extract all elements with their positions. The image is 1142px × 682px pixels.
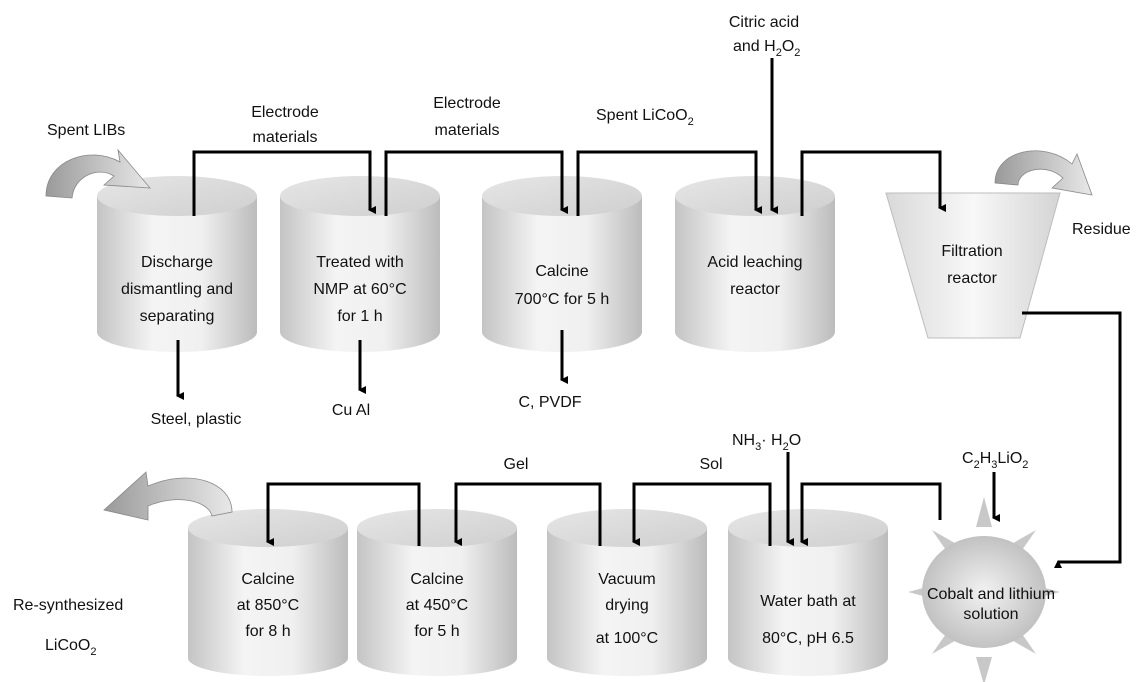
citric-acid-line-2: and H2O2 <box>733 38 800 59</box>
spent-libs-label: Spent LIBs <box>47 122 125 139</box>
cu-al-label: Cu Al <box>332 402 370 419</box>
waterbath-line-1: Water bath at <box>760 593 856 610</box>
calcine450-vessel: Calcine at 450°C for 5 h <box>357 509 517 676</box>
citric-acid-line-1: Citric acid <box>729 14 799 31</box>
flow-450-to-850 <box>266 482 421 546</box>
calcine700-vessel: Calcine 700°C for 5 h <box>482 176 642 352</box>
flow-nmp-to-calcine <box>384 150 568 216</box>
flow-discharge-to-nmp <box>192 150 376 216</box>
resynth-line-1: Re-synthesized <box>13 597 123 614</box>
filtration-line-2: reactor <box>947 270 997 287</box>
vacuum-vessel: Vacuum drying at 100°C <box>547 509 707 676</box>
waterbath-vessel: Water bath at 80°C, pH 6.5 <box>728 509 888 676</box>
acid-line-2: reactor <box>730 281 780 298</box>
sol-label: Sol <box>699 456 722 473</box>
solution-line-2: solution <box>963 606 1018 623</box>
flow-acid-to-filtration <box>800 150 946 216</box>
flow-vacuum-to-450 <box>454 482 602 546</box>
flow-calcine-to-acid <box>576 150 762 216</box>
calcine850-vessel: Calcine at 850°C for 8 h <box>188 509 348 676</box>
solution-sun: Cobalt and lithium solution <box>908 497 1060 682</box>
electrode-2-line-2: materials <box>435 122 500 139</box>
spent-libs-curved-arrow <box>45 148 151 199</box>
calcine450-line-2: at 450°C <box>406 597 468 614</box>
flow-lines <box>176 58 1122 568</box>
electrode-1-line-2: materials <box>253 129 318 146</box>
flow-filtration-to-solution <box>1022 311 1122 568</box>
filtration-funnel: Filtration reactor <box>885 192 1061 339</box>
solution-line-1: Cobalt and lithium <box>927 586 1055 603</box>
calcine450-line-1: Calcine <box>410 571 463 588</box>
lithium-acetate-label: C2H3LiO2 <box>962 450 1028 471</box>
flow-bath-to-vacuum <box>632 482 772 546</box>
nmp-line-2: NMP at 60°C <box>313 281 406 298</box>
spent-licoo2-label: Spent LiCoO2 <box>596 107 694 128</box>
discharge-vessel: Discharge dismantling and separating <box>97 176 257 352</box>
gel-label: Gel <box>504 456 529 473</box>
resynth-curved-arrow <box>103 471 233 521</box>
resynth-line-2: LiCoO2 <box>45 637 96 658</box>
discharge-line-3: separating <box>140 308 215 325</box>
calcine700-line-1: Calcine <box>535 263 588 280</box>
vacuum-line-1: Vacuum <box>598 571 656 588</box>
nh3-label: NH3· H2O <box>732 432 801 453</box>
residue-curved-arrow <box>994 150 1093 196</box>
nmp-vessel: Treated with NMP at 60°C for 1 h <box>280 176 440 352</box>
acid-line-1: Acid leaching <box>707 254 802 271</box>
vacuum-line-3: at 100°C <box>596 630 658 647</box>
discharge-line-2: dismantling and <box>121 281 233 298</box>
calcine700-line-2: 700°C for 5 h <box>515 291 609 308</box>
nmp-line-1: Treated with <box>316 254 403 271</box>
electrode-2-line-1: Electrode <box>433 95 501 112</box>
flow-solution-to-bath <box>800 482 942 546</box>
c-pvdf-label: C, PVDF <box>518 394 581 411</box>
vacuum-line-2: drying <box>605 597 649 614</box>
discharge-line-1: Discharge <box>141 254 213 271</box>
residue-label: Residue <box>1072 221 1131 238</box>
filtration-line-1: Filtration <box>941 243 1002 260</box>
calcine850-line-2: at 850°C <box>237 597 299 614</box>
nmp-line-3: for 1 h <box>337 308 382 325</box>
steel-plastic-label: Steel, plastic <box>151 411 242 428</box>
electrode-1-line-1: Electrode <box>251 104 319 121</box>
calcine850-line-3: for 8 h <box>245 623 290 640</box>
calcine450-line-3: for 5 h <box>414 623 459 640</box>
calcine850-line-1: Calcine <box>241 571 294 588</box>
waterbath-line-2: 80°C, pH 6.5 <box>762 630 854 647</box>
